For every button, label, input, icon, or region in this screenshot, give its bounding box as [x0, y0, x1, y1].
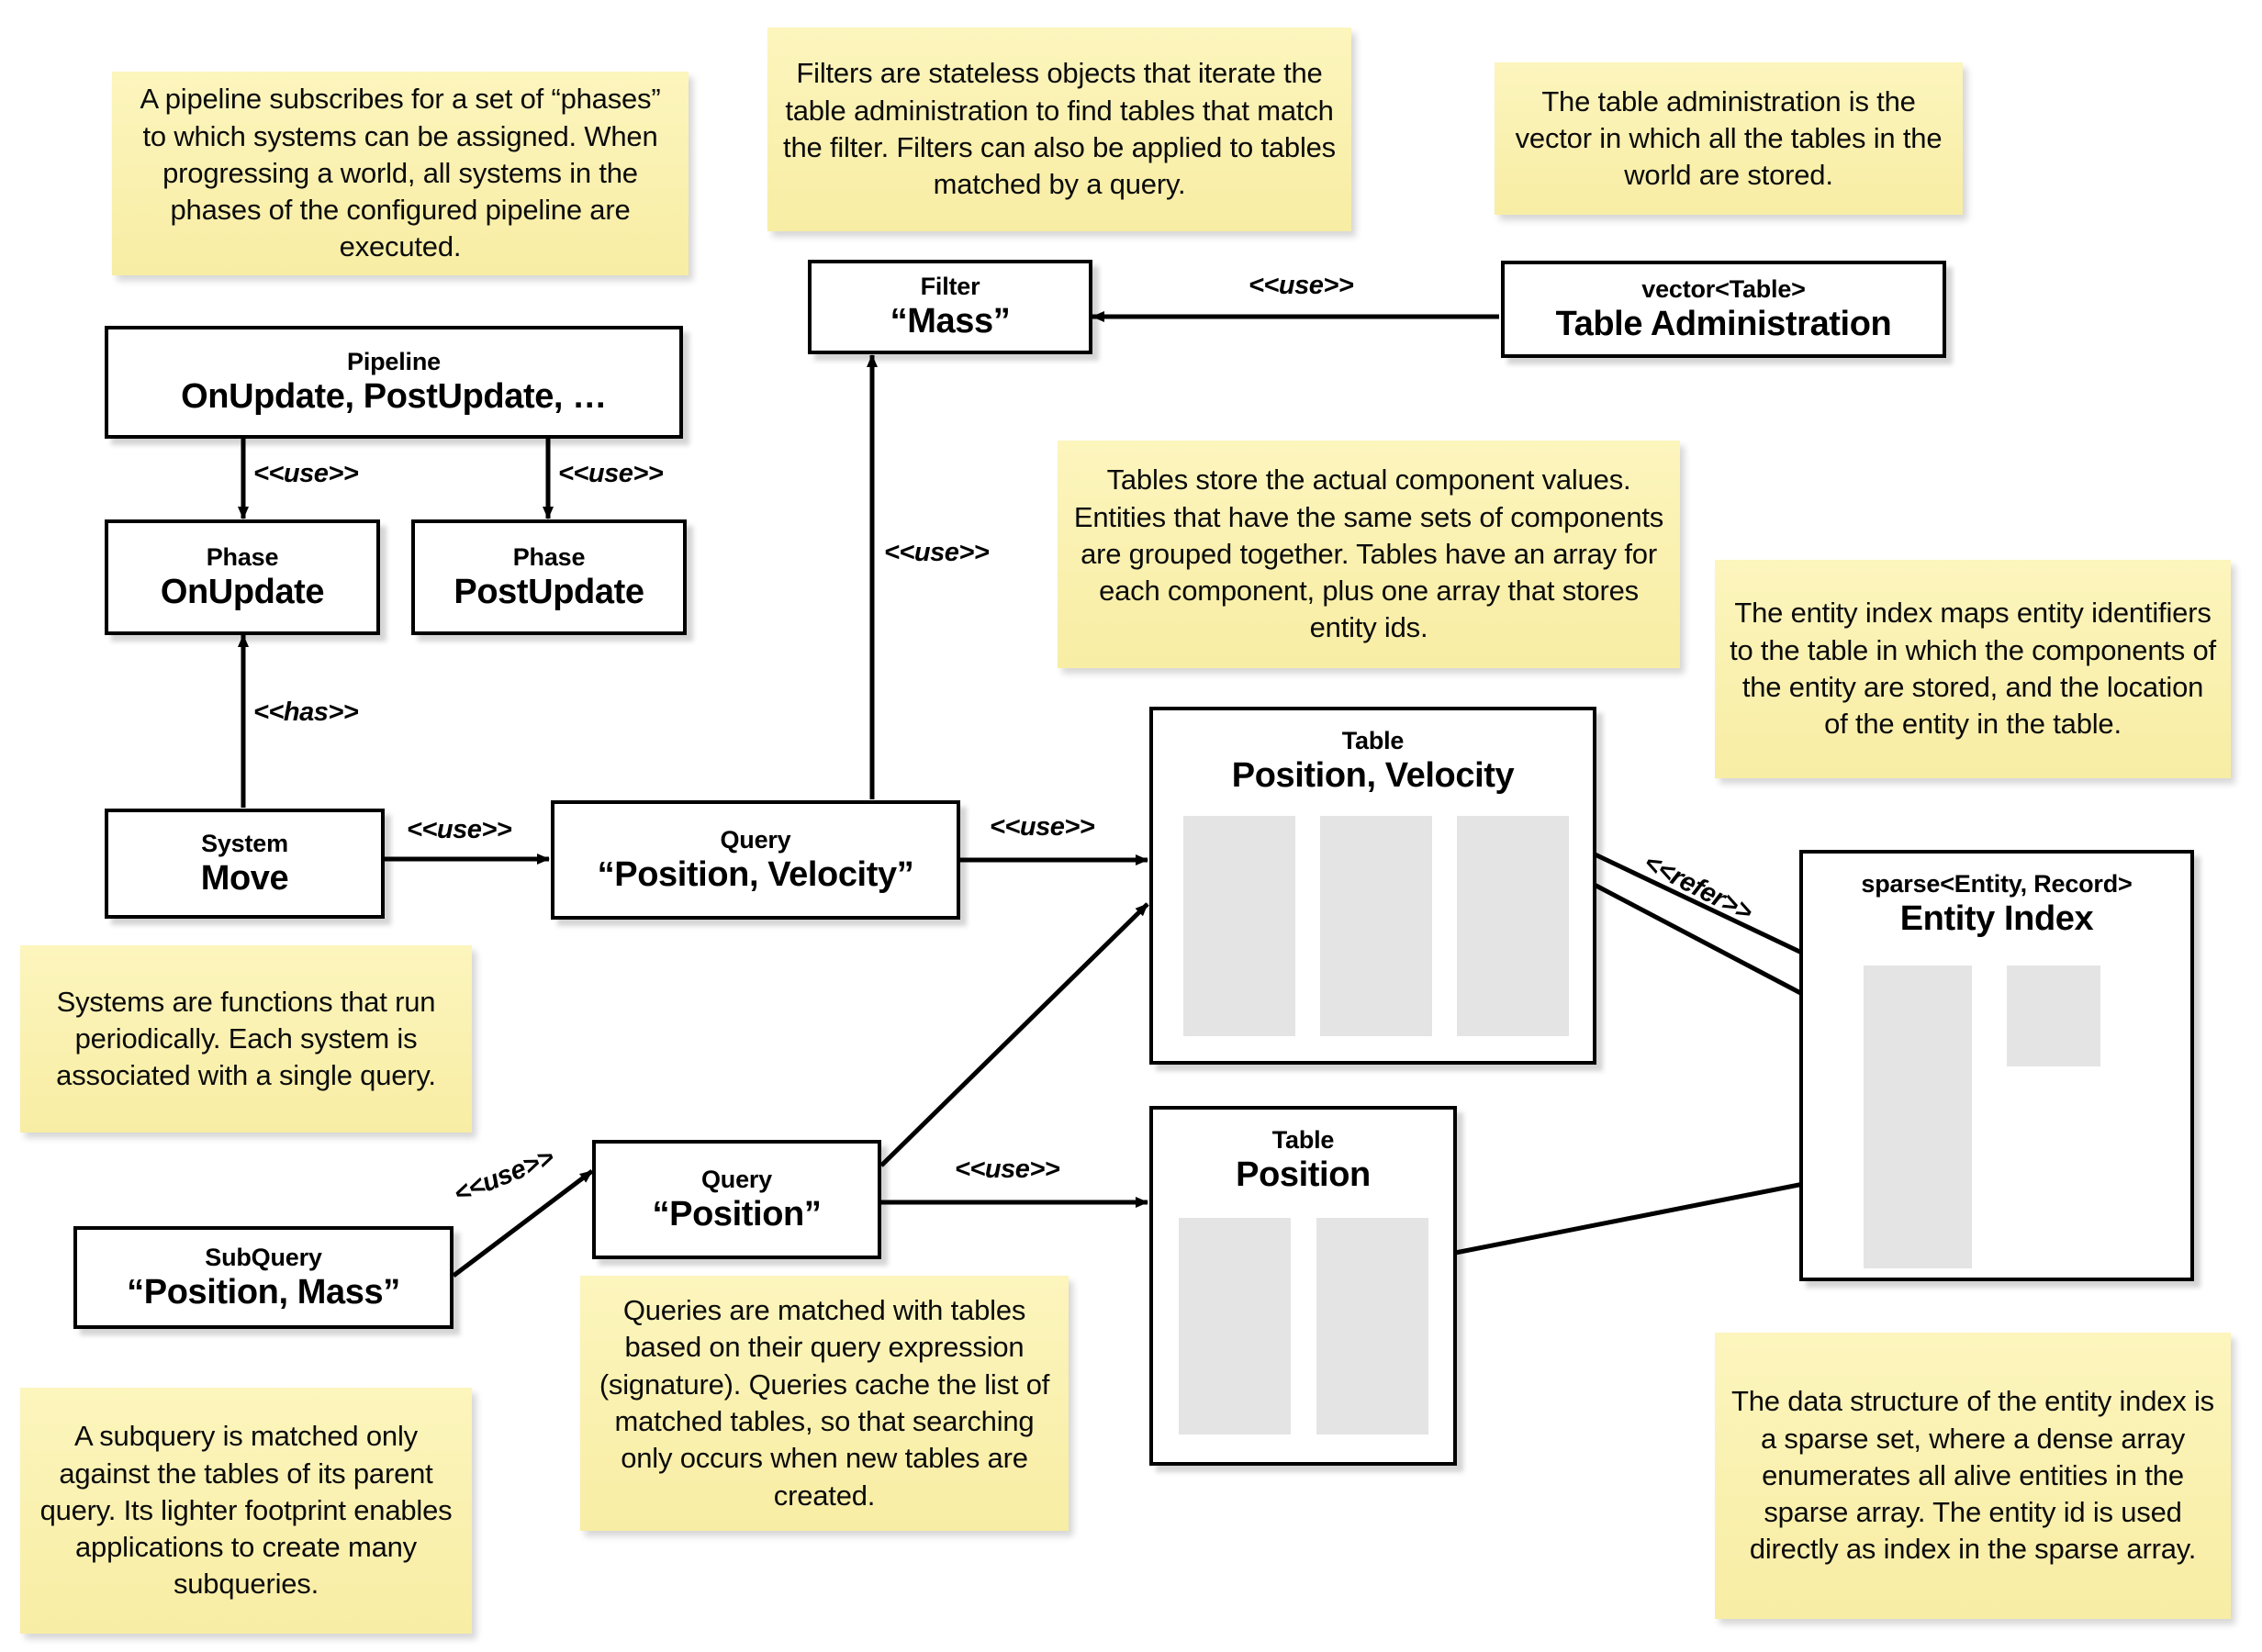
node-phase-postupdate-title: PostUpdate	[454, 572, 644, 611]
node-system-title: Move	[200, 858, 289, 898]
node-entity-index[interactable]: sparse<Entity, Record> Entity Index	[1799, 850, 2194, 1281]
node-tableadmin-stereotype: vector<Table>	[1641, 274, 1806, 303]
note-entity-index-text: The entity index maps entity identifiers…	[1730, 597, 2216, 741]
node-subquery-stereotype: SubQuery	[205, 1243, 322, 1271]
note-subquery-text: A subquery is matched only against the t…	[39, 1420, 453, 1601]
node-query-position[interactable]: Query “Position”	[592, 1140, 881, 1259]
note-queries-text: Queries are matched with tables based on…	[599, 1294, 1050, 1512]
note-subquery: A subquery is matched only against the t…	[20, 1388, 472, 1634]
edge-label-query-uses-filter: <<use>>	[884, 538, 990, 567]
node-table-p-title: Position	[1236, 1155, 1371, 1195]
node-table-administration[interactable]: vector<Table> Table Administration	[1501, 261, 1946, 358]
node-pipeline-stereotype: Pipeline	[347, 348, 441, 376]
node-phase-onupdate-stereotype: Phase	[206, 542, 279, 571]
note-filters-text: Filters are stateless objects that itera…	[783, 57, 1336, 201]
component-array-bar	[1179, 1218, 1291, 1434]
node-subquery-title: “Position, Mass”	[127, 1272, 400, 1312]
edge-queryp-tablepv	[879, 902, 1149, 1167]
node-filter-title: “Mass”	[890, 302, 1011, 341]
note-tables: Tables store the actual component values…	[1058, 441, 1680, 668]
node-table-pv-title: Position, Velocity	[1231, 756, 1515, 796]
edge-label-subquery-uses-query: <<use>>	[450, 1143, 558, 1210]
note-sparse-set-text: The data structure of the entity index i…	[1731, 1385, 2214, 1566]
node-phase-postupdate[interactable]: Phase PostUpdate	[411, 519, 687, 635]
component-array-bar	[1316, 1218, 1428, 1434]
edge-label-system-has-phase: <<has>>	[253, 698, 359, 727]
node-table-position[interactable]: Table Position	[1149, 1106, 1457, 1466]
edge-label-tableadmin-uses-filter: <<use>>	[1249, 271, 1354, 300]
node-entity-index-stereotype: sparse<Entity, Record>	[1861, 870, 2133, 898]
note-pipeline: A pipeline subscribes for a set of “phas…	[112, 72, 689, 275]
node-query-pv-stereotype: Query	[720, 825, 791, 854]
node-pipeline[interactable]: Pipeline OnUpdate, PostUpdate, …	[105, 326, 683, 439]
note-pipeline-text: A pipeline subscribes for a set of “phas…	[140, 83, 661, 263]
edge-label-queryp-uses-table: <<use>>	[955, 1155, 1060, 1184]
edge-label-querypv-uses-table: <<use>>	[990, 812, 1095, 842]
note-systems-text: Systems are functions that run periodica…	[56, 985, 436, 1092]
node-query-position-velocity[interactable]: Query “Position, Velocity”	[551, 800, 960, 920]
note-queries: Queries are matched with tables based on…	[580, 1276, 1069, 1531]
note-entity-index: The entity index maps entity identifiers…	[1715, 560, 2231, 778]
edge-index-tablep	[1431, 1174, 1842, 1261]
node-filter-mass[interactable]: Filter “Mass”	[808, 260, 1092, 354]
node-entity-index-title: Entity Index	[1899, 899, 2094, 939]
note-table-admin-text: The table administration is the vector i…	[1515, 84, 1943, 192]
node-filter-stereotype: Filter	[920, 273, 980, 301]
edge-label-index-refers-table: <<refer>>	[1639, 848, 1757, 928]
node-table-p-stereotype: Table	[1271, 1126, 1335, 1154]
component-array-bar	[1320, 816, 1432, 1036]
node-table-position-velocity[interactable]: Table Position, Velocity	[1149, 707, 1596, 1065]
table-p-component-arrays	[1179, 1218, 1428, 1434]
node-phase-postupdate-stereotype: Phase	[512, 542, 586, 571]
node-query-p-stereotype: Query	[700, 1165, 773, 1193]
node-system-move[interactable]: System Move	[105, 809, 385, 919]
node-phase-onupdate-title: OnUpdate	[160, 572, 325, 611]
table-pv-component-arrays	[1183, 816, 1569, 1036]
node-subquery-position-mass[interactable]: SubQuery “Position, Mass”	[73, 1226, 454, 1329]
edge-label-pipeline-onupdate: <<use>>	[253, 459, 359, 488]
note-table-admin: The table administration is the vector i…	[1495, 62, 1963, 215]
note-tables-text: Tables store the actual component values…	[1073, 463, 1664, 644]
edge-label-system-uses-query: <<use>>	[407, 815, 512, 844]
note-filters: Filters are stateless objects that itera…	[767, 28, 1351, 231]
node-table-pv-stereotype: Table	[1341, 727, 1405, 754]
edge-label-pipeline-postupdate: <<use>>	[558, 459, 664, 488]
component-array-bar	[1183, 816, 1295, 1036]
node-system-stereotype: System	[201, 829, 288, 857]
dense-array-bar	[2007, 966, 2100, 1066]
node-query-pv-title: “Position, Velocity”	[597, 854, 914, 894]
note-sparse-set: The data structure of the entity index i…	[1715, 1333, 2231, 1619]
node-query-p-title: “Position”	[652, 1194, 822, 1233]
note-systems: Systems are functions that run periodica…	[20, 945, 472, 1133]
sparse-array-bar	[1864, 966, 1972, 1268]
node-pipeline-title: OnUpdate, PostUpdate, …	[181, 377, 607, 417]
component-array-bar	[1457, 816, 1569, 1036]
node-phase-onupdate[interactable]: Phase OnUpdate	[105, 519, 380, 635]
node-tableadmin-title: Table Administration	[1555, 304, 1892, 343]
